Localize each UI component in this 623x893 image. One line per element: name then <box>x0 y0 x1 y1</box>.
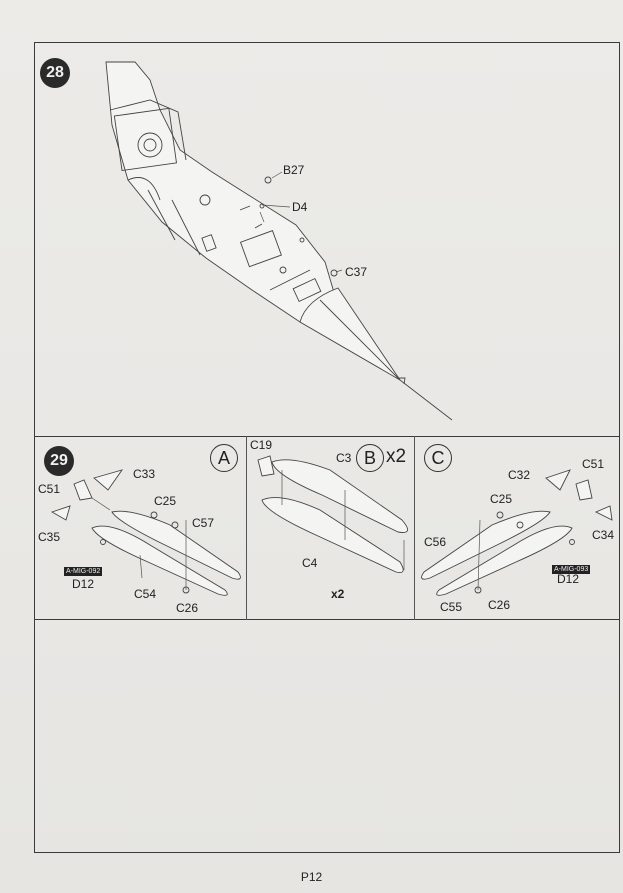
step-28-badge: 28 <box>40 58 70 88</box>
step-29-panel <box>34 436 620 620</box>
part-label-c51-a: C51 <box>38 482 61 496</box>
decal-tag-c: A-MIG-093 <box>552 565 591 574</box>
part-label-d12-a: D12 <box>72 577 95 591</box>
part-label-d12-c: D12 <box>557 572 580 586</box>
part-label-c26-c: C26 <box>488 598 511 612</box>
part-label-c4: C4 <box>302 556 318 570</box>
part-label-d4: D4 <box>292 200 308 214</box>
part-label-c32: C32 <box>508 468 531 482</box>
pod-c-drawing <box>421 469 613 596</box>
substep-b-circle: B <box>356 444 384 472</box>
substep-c-circle: C <box>424 444 452 472</box>
part-label-c37: C37 <box>345 265 368 279</box>
part-label-b27: B27 <box>283 163 305 177</box>
tank-b-drawing <box>257 455 408 573</box>
step-29-badge: 29 <box>44 446 74 476</box>
decal-tag-a: A-MIG-092 <box>64 567 103 576</box>
part-label-c55: C55 <box>440 600 463 614</box>
part-label-c26-a: C26 <box>176 601 199 615</box>
empty-panel <box>34 620 620 853</box>
part-label-c25-c: C25 <box>490 492 513 506</box>
substep-a-circle: A <box>210 444 238 472</box>
pod-a-drawing <box>50 469 241 596</box>
part-label-c34: C34 <box>592 528 615 542</box>
substep-b-bottom-multiplier: x2 <box>331 587 345 601</box>
part-label-c19: C19 <box>250 438 273 452</box>
part-label-c33: C33 <box>133 467 156 481</box>
part-label-c56: C56 <box>424 535 447 549</box>
part-label-c3: C3 <box>336 451 352 465</box>
part-label-c25-a: C25 <box>154 494 177 508</box>
fuselage-nose-drawing <box>105 61 453 421</box>
part-label-c57: C57 <box>192 516 215 530</box>
divider-b-c <box>414 436 415 620</box>
substep-b-multiplier: x2 <box>386 446 407 467</box>
part-label-c54: C54 <box>134 587 157 601</box>
divider-a-b <box>246 436 247 620</box>
part-label-c51-c: C51 <box>582 457 605 471</box>
part-label-c35: C35 <box>38 530 61 544</box>
step-28-panel <box>34 42 620 436</box>
page-number: P12 <box>300 870 323 884</box>
